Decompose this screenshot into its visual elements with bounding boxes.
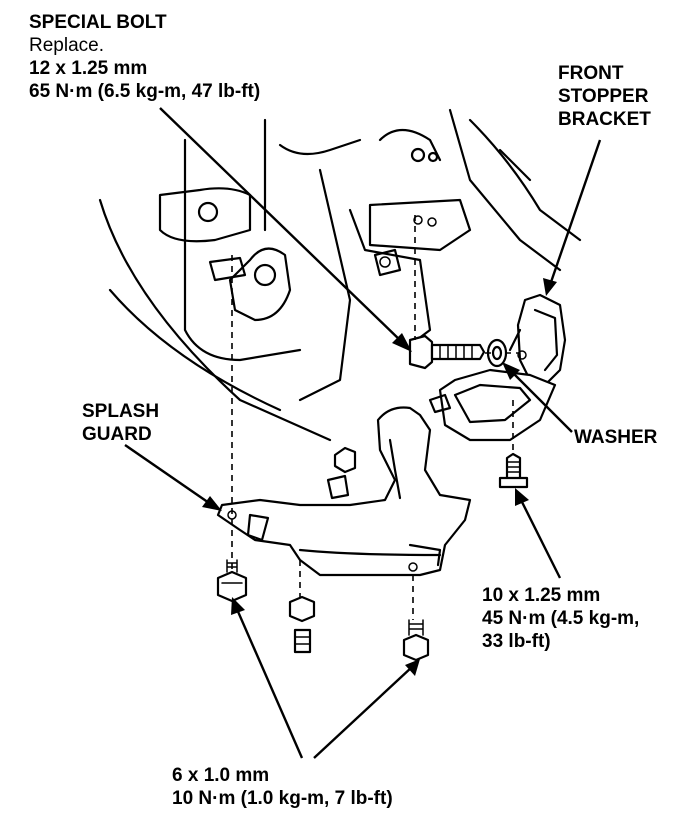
bracket-bolt-torque-2: 33 lb-ft) — [482, 631, 551, 652]
washer-label: WASHER — [574, 427, 658, 448]
front-stopper-line1: FRONT — [558, 63, 624, 84]
special-bolt-callout: SPECIAL BOLT Replace. 12 x 1.25 mm 65 N·… — [29, 11, 260, 103]
guard-bolts-callout: 6 x 1.0 mm 10 N·m (1.0 kg-m, 7 lb-ft) — [172, 764, 393, 810]
splash-guard-part — [216, 406, 472, 577]
front-stopper-bracket-callout: FRONT STOPPER BRACKET — [558, 62, 651, 131]
front-stopper-bracket-part — [508, 293, 567, 387]
special-bolt-size: 12 x 1.25 mm — [29, 58, 148, 79]
guard-bolt-middle — [288, 595, 316, 654]
lower-shield-part — [428, 368, 557, 442]
front-stopper-line3: BRACKET — [558, 109, 651, 130]
special-bolt-note: Replace. — [29, 35, 104, 56]
washer-callout: WASHER — [574, 426, 657, 449]
bracket-bolt-callout: 10 x 1.25 mm 45 N·m (4.5 kg-m, 33 lb-ft) — [482, 584, 639, 653]
guard-bolt-right — [402, 619, 430, 662]
bracket-bolt-part — [498, 452, 529, 489]
splash-guard-callout: SPLASH GUARD — [82, 400, 159, 446]
leader-lines — [124, 107, 602, 759]
front-stopper-line2: STOPPER — [558, 86, 649, 107]
splash-guard-line1: SPLASH — [82, 401, 160, 422]
upper-guard-bolts — [326, 446, 357, 500]
guard-bolts-torque: 10 N·m (1.0 kg-m, 7 lb-ft) — [172, 788, 393, 809]
special-bolt-part — [408, 334, 486, 370]
engine-block-outline — [98, 108, 582, 442]
guard-bolts-size: 6 x 1.0 mm — [172, 765, 270, 786]
install-path-lines — [231, 215, 520, 620]
special-bolt-name: SPECIAL BOLT — [29, 12, 167, 33]
bracket-bolt-torque-1: 45 N·m (4.5 kg-m, — [482, 608, 640, 629]
guard-bolt-left — [216, 559, 248, 603]
special-bolt-torque: 65 N·m (6.5 kg-m, 47 lb-ft) — [29, 81, 261, 102]
splash-guard-line2: GUARD — [82, 424, 152, 445]
bracket-bolt-size: 10 x 1.25 mm — [482, 585, 601, 606]
